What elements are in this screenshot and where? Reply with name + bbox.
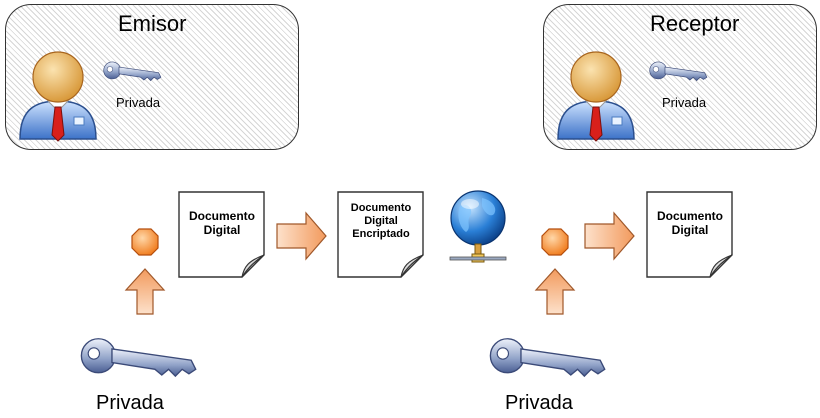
- user-icon: [19, 51, 97, 142]
- doc2-line1: Documento: [350, 202, 412, 214]
- doc1-line1: Documento: [189, 209, 255, 223]
- sender-key-label: Privada: [116, 95, 161, 110]
- doc1-line2: Digital: [203, 223, 241, 237]
- receiver-title: Receptor: [650, 11, 740, 36]
- key-icon: [103, 61, 162, 81]
- up-arrow-icon: [535, 268, 575, 315]
- document-plain: Documento Digital: [178, 191, 266, 279]
- key-icon: [489, 338, 606, 377]
- stop-icon: [131, 228, 159, 256]
- doc2-line2: Digital: [364, 215, 398, 227]
- right-key-label: Privada: [505, 392, 573, 414]
- globe-network-icon: [449, 190, 507, 263]
- doc3-line2: Digital: [671, 223, 709, 237]
- document-encrypted: Documento Digital Encriptado: [337, 191, 425, 279]
- sender-title: Emisor: [118, 11, 187, 36]
- doc2-line3: Encriptado: [352, 228, 410, 240]
- user-icon: [557, 51, 635, 142]
- stop-icon: [541, 228, 569, 256]
- sender-panel: Emisor Privada: [5, 4, 299, 150]
- up-arrow-icon: [125, 268, 165, 315]
- right-arrow-icon: [584, 212, 635, 260]
- key-icon: [649, 61, 708, 81]
- receiver-key-label: Privada: [662, 95, 707, 110]
- receiver-panel: Receptor Privada: [543, 4, 817, 150]
- right-arrow-icon: [276, 212, 327, 260]
- key-icon: [80, 338, 197, 377]
- document-plain-received: Documento Digital: [646, 191, 734, 279]
- doc3-line1: Documento: [657, 209, 723, 223]
- left-key-label: Privada: [96, 392, 164, 414]
